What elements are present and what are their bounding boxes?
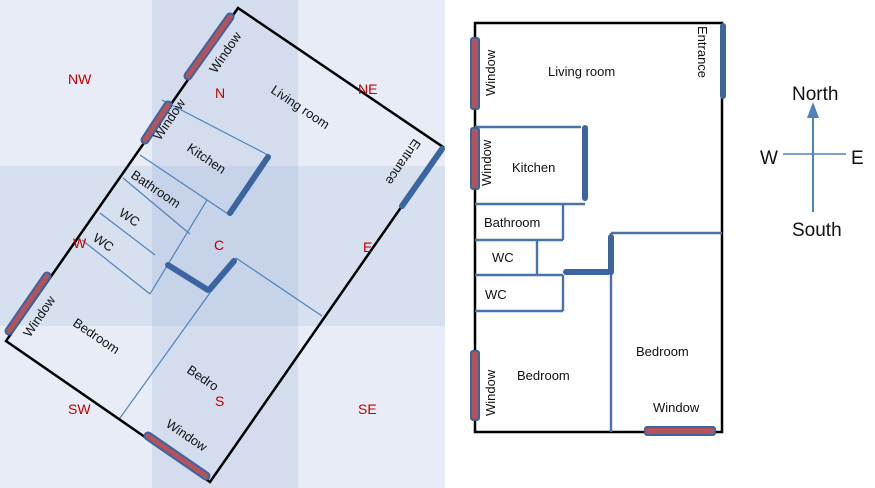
rotated-window-s <box>143 431 211 481</box>
rotated-wc-right-wall <box>149 199 208 295</box>
rotated-kitchen-counter <box>227 154 271 216</box>
grid-cell-ne <box>298 0 445 166</box>
plan-window-living-label: Window <box>483 49 498 96</box>
grid-cell-nw <box>0 0 152 166</box>
compass-south-label: South <box>792 220 842 241</box>
plan-entrance-label: Entrance <box>695 26 710 78</box>
compass-east-label: E <box>851 148 864 169</box>
rotated-wc-bottom-wall <box>81 239 151 295</box>
plan-window-kitchen <box>470 127 480 190</box>
north-arrow-icon <box>807 102 819 118</box>
rotated-kitchen-top-wall <box>161 99 269 156</box>
rotated-entrance-door <box>399 146 445 209</box>
rotated-window-nw <box>140 100 173 145</box>
direction-se: SE <box>358 401 377 417</box>
plan-bedroom-left-label: Bedroom <box>517 368 570 383</box>
direction-c: C <box>214 237 224 253</box>
rotated-window-w <box>4 271 52 336</box>
plan-window-bottom <box>644 426 716 436</box>
plan-bedroom-right-label: Bedroom <box>636 344 689 359</box>
rotated-bedroom-divider <box>119 289 213 419</box>
rotated-living-bottom-wall <box>235 257 323 317</box>
grid-cell-w <box>0 166 152 326</box>
direction-s: S <box>215 393 224 409</box>
rotated-partition-b <box>207 258 237 292</box>
plan-wc1-label: WC <box>492 250 514 265</box>
plan-window-bedroom <box>470 350 480 421</box>
rotated-partition-a <box>165 262 211 293</box>
rotated-window-n <box>183 12 235 81</box>
plan-window-bottom-label: Window <box>653 400 700 415</box>
rotated-bathroom-bottom-wall <box>122 177 191 235</box>
direction-ne: NE <box>358 81 377 97</box>
upright-floor-plan: Window Living room Entrance Window Kitch… <box>470 21 726 436</box>
plan-living-room-label: Living room <box>548 64 615 79</box>
plan-kitchen-label: Kitchen <box>512 160 555 175</box>
direction-nw: NW <box>68 71 92 87</box>
plan-window-living <box>470 37 480 110</box>
plan-window-bedroom-label: Window <box>483 369 498 416</box>
direction-e: E <box>363 239 372 255</box>
compass-north-label: North <box>792 84 838 105</box>
compass: North South W E <box>760 84 864 241</box>
plan-window-kitchen-label: Window <box>479 139 494 186</box>
direction-w: W <box>73 235 87 251</box>
plan-wc2-label: WC <box>485 287 507 302</box>
grid-cell-se <box>298 326 445 488</box>
compass-west-label: W <box>760 148 778 169</box>
rotated-wc-divider <box>99 212 156 256</box>
direction-sw: SW <box>68 401 91 417</box>
plan-bathroom-label: Bathroom <box>484 215 540 230</box>
rotated-outer-wall <box>4 6 445 484</box>
grid-cell-c <box>152 166 298 326</box>
direction-n: N <box>215 85 225 101</box>
plan-outer-wall <box>473 21 724 434</box>
grid-cell-e <box>298 166 445 326</box>
grid-cell-s <box>152 326 298 488</box>
rotated-kitchen-bottom-wall <box>139 154 229 215</box>
